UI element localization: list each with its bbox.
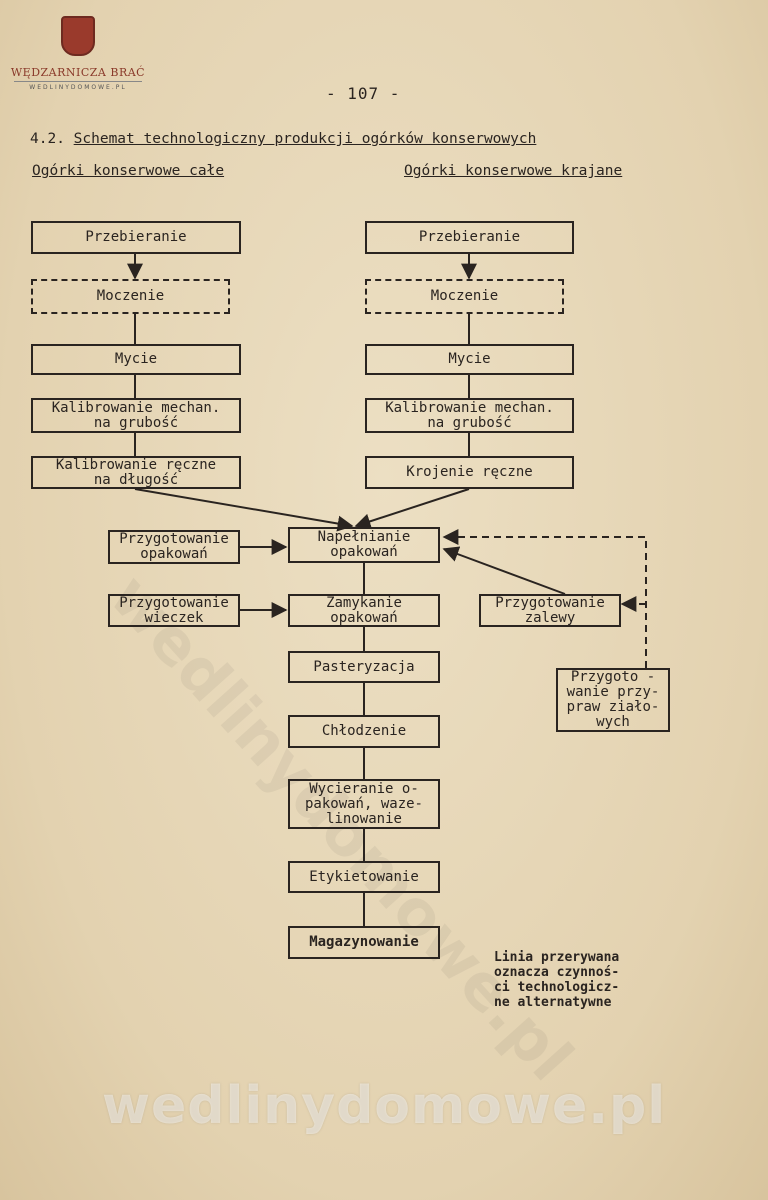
box-prep-herbs: Przygoto - wanie przy- praw ziało- wych (556, 668, 670, 732)
section-heading: 4.2. Schemat technologiczny produkcji og… (30, 131, 536, 147)
crest-icon (61, 16, 95, 56)
section-number: 4.2. (30, 131, 65, 147)
box-right-soaking: Moczenie (365, 279, 564, 314)
box-filling: Napełnianie opakowań (288, 527, 440, 563)
legend-note: Linia przerywana oznacza czynnoś- ci tec… (494, 950, 620, 1010)
box-left-calib-mech: Kalibrowanie mechan. na grubość (31, 398, 241, 433)
box-right-sorting: Przebieranie (365, 221, 574, 254)
box-cooling: Chłodzenie (288, 715, 440, 748)
logo-title: WĘDZARNICZA BRAĆ (10, 66, 146, 79)
box-prep-packaging: Przygotowanie opakowań (108, 530, 240, 564)
box-prep-brine: Przygotowanie zalewy (479, 594, 621, 627)
box-labeling: Etykietowanie (288, 861, 440, 893)
box-left-washing: Mycie (31, 344, 241, 375)
arrow-left-to-filling (134, 488, 354, 532)
page-number: - 107 - (326, 84, 401, 103)
site-logo: WĘDZARNICZA BRAĆ WEDLINYDOMOWE.PL (8, 8, 148, 98)
logo-subtitle: WEDLINYDOMOWE.PL (29, 84, 127, 91)
box-pasteurization: Pasteryzacja (288, 651, 440, 683)
left-column-heading: Ogórki konserwowe całe (32, 163, 225, 179)
right-column-heading: Ogórki konserwowe krajane (404, 163, 623, 179)
dashed-arrow-herbs-to-filling (442, 529, 647, 668)
arrow-brine-to-filling (442, 546, 566, 595)
logo-divider (14, 81, 142, 82)
box-right-calib-mech: Kalibrowanie mechan. na grubość (365, 398, 574, 433)
bottom-watermark: wedlinydomowe.pl (101, 1076, 667, 1136)
box-storage: Magazynowanie (288, 926, 440, 959)
section-title: Schemat technologiczny produkcji ogórków… (73, 131, 537, 147)
box-closing: Zamykanie opakowań (288, 594, 440, 627)
box-right-cutting: Krojenie ręczne (365, 456, 574, 489)
arrow-right-to-filling (354, 488, 470, 530)
box-left-sorting: Przebieranie (31, 221, 241, 254)
box-left-calib-manual: Kalibrowanie ręczne na długość (31, 456, 241, 489)
box-right-washing: Mycie (365, 344, 574, 375)
box-left-soaking: Moczenie (31, 279, 230, 314)
box-wiping: Wycieranie o- pakowań, waze- linowanie (288, 779, 440, 829)
box-prep-lids: Przygotowanie wieczek (108, 594, 240, 627)
